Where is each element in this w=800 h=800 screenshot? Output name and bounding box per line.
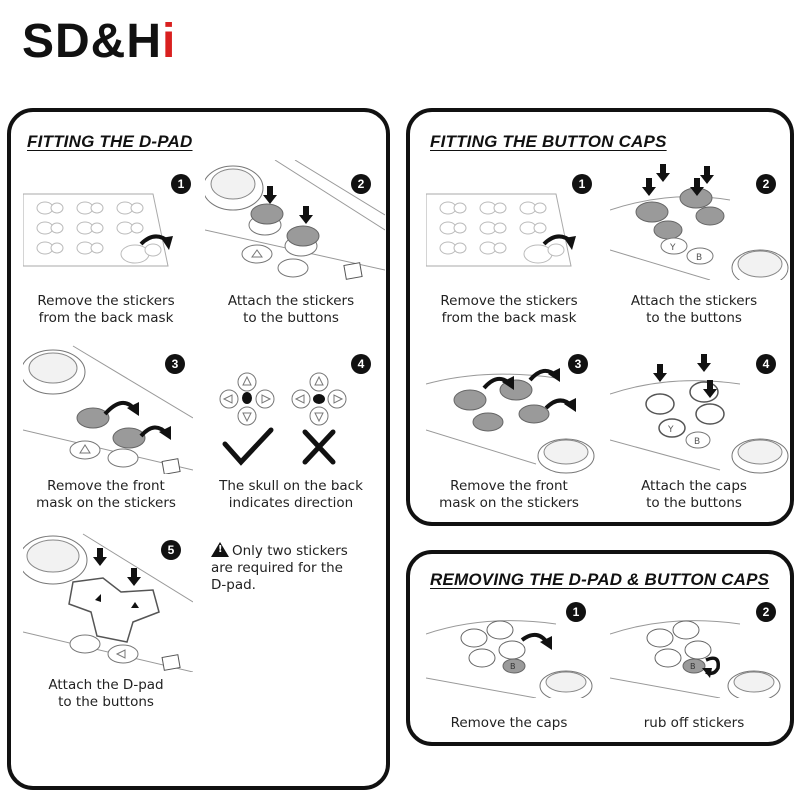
svg-text:Y: Y <box>669 243 676 253</box>
step-number-badge: 3 <box>165 354 185 374</box>
brand-name-end: i <box>162 15 176 68</box>
step-caption: Remove the caps <box>424 715 594 732</box>
svg-text:B: B <box>694 437 700 447</box>
brand-logo: SD&Hi <box>22 14 176 69</box>
warning-icon: ! <box>211 542 229 557</box>
buttons-panel-title: FITTING THE BUTTON CAPS <box>430 132 667 152</box>
removing-panel-title: REMOVING THE D-PAD & BUTTON CAPS <box>430 570 769 590</box>
brand-name-main: SD&H <box>22 15 162 68</box>
step-number-badge: 2 <box>756 602 776 622</box>
svg-text:Y: Y <box>667 425 674 435</box>
step-number-badge: 2 <box>351 174 371 194</box>
dpad-note: !Only two stickers are required for the … <box>211 542 348 594</box>
step-number-badge: 1 <box>171 174 191 194</box>
svg-text:B: B <box>510 662 516 671</box>
dpad-panel-title: FITTING THE D-PAD <box>27 132 193 152</box>
removing-step-1: B 1 Remove the caps <box>426 598 596 738</box>
removing-step-2: B 2 rub off stickers <box>610 598 790 738</box>
svg-text:B: B <box>696 253 702 263</box>
step-number-badge: 2 <box>756 174 776 194</box>
step-number-badge: 5 <box>161 540 181 560</box>
step-number-badge: 4 <box>756 354 776 374</box>
svg-text:B: B <box>690 662 696 671</box>
step-number-badge: 3 <box>568 354 588 374</box>
removing-panel: REMOVING THE D-PAD & BUTTON CAPS B 1 Rem… <box>406 550 794 746</box>
buttons-panel: FITTING THE BUTTON CAPS 1 Remove the sti… <box>406 108 794 526</box>
sticker-sheet-illustration <box>23 166 193 276</box>
step-number-badge: 1 <box>572 174 592 194</box>
step-caption: rub off stickers <box>604 715 784 732</box>
step-number-badge: 1 <box>566 602 586 622</box>
sticker-sheet-illustration <box>426 166 596 276</box>
step-number-badge: 4 <box>351 354 371 374</box>
